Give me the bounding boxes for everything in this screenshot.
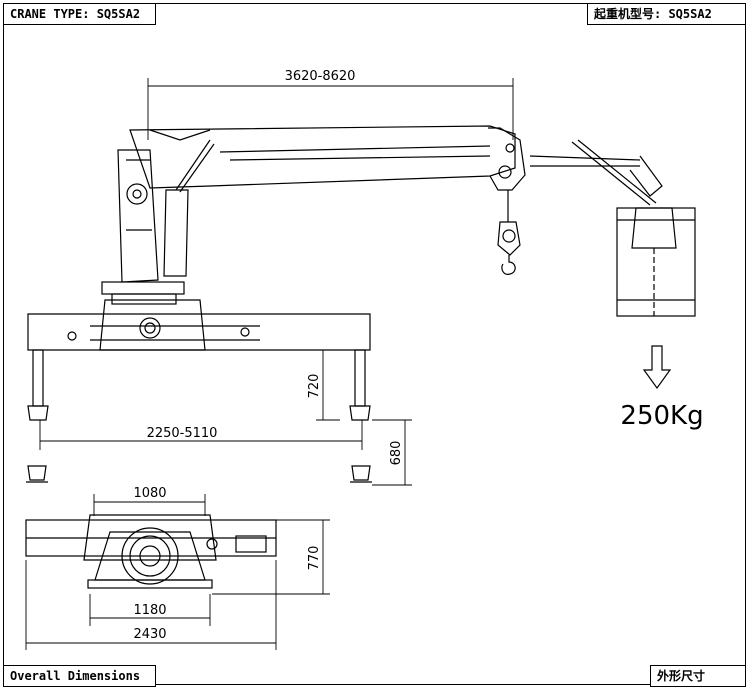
side-view: [26, 125, 696, 483]
dim-boom-reach: 3620-8620: [285, 69, 356, 84]
dim-height-680: 680: [389, 441, 404, 466]
dim-overall-width: 2430: [133, 627, 166, 642]
overall-dimensions-label-cn: 外形尺寸: [650, 665, 746, 687]
load-capacity: 250Kg: [620, 401, 703, 431]
top-view: [25, 514, 277, 589]
drawing-frame: [3, 3, 746, 685]
dim-outrigger-span: 2250-5110: [147, 426, 218, 441]
dim-top-height: 770: [307, 546, 322, 571]
load-arrow-icon: [642, 345, 672, 390]
crane-type-title-cn: 起重机型号: SQ5SA2: [587, 3, 746, 25]
side-view-dimensions: [39, 78, 514, 486]
top-view-dimensions: [25, 494, 330, 650]
dim-top-width: 1080: [133, 486, 166, 501]
overall-dimensions-label: Overall Dimensions: [3, 665, 156, 687]
dim-height-720: 720: [307, 374, 322, 399]
dim-base-width: 1180: [133, 603, 166, 618]
crane-type-title: CRANE TYPE: SQ5SA2: [3, 3, 156, 25]
